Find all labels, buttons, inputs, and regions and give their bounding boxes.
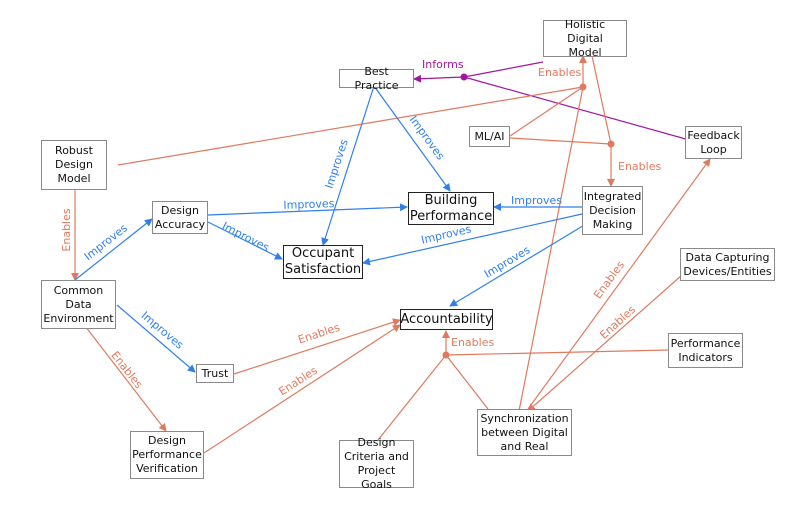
label-improves-bp-to-build: Improves bbox=[407, 114, 448, 163]
label-enables-robust-to-cde: Enables bbox=[60, 208, 73, 251]
edge-enables-cde-to-dpv bbox=[81, 321, 167, 432]
label-improves-idm-to-occ: Improves bbox=[420, 222, 473, 246]
edge-improves-da-to-build bbox=[207, 203, 408, 216]
edge-enables-sync-up bbox=[518, 86, 584, 412]
node-label: Synchronization between Digital and Real bbox=[480, 411, 569, 453]
label-informs: Informs bbox=[422, 58, 464, 71]
edge-informs-feedback bbox=[463, 76, 701, 144]
node-label: ML/AI bbox=[474, 129, 505, 143]
node-label: Design Accuracy bbox=[154, 203, 206, 231]
node-trust: Trust bbox=[196, 364, 234, 383]
label-improves-bp-to-occ: Improves bbox=[323, 137, 351, 190]
node-occupant-satisfaction: Occupant Satisfaction bbox=[283, 245, 363, 279]
edge-improves-bp-to-occ bbox=[321, 85, 375, 246]
node-best-practice: Best Practice bbox=[339, 65, 414, 92]
edge-enables-mlai-right bbox=[509, 137, 612, 145]
node-ml-ai: ML/AI bbox=[469, 126, 510, 147]
label-enables-cde-to-dpv: Enables bbox=[108, 349, 145, 391]
label-enables-acc: Enables bbox=[451, 336, 494, 349]
node-holistic-digital-model: Holistic Digital Model bbox=[543, 17, 627, 59]
node-design-accuracy: Design Accuracy bbox=[152, 201, 208, 234]
edge-enables-sync-to-feedback bbox=[527, 158, 711, 410]
node-data-capturing-devices: Data Capturing Devices/Entities bbox=[680, 248, 775, 281]
node-label: Design Performance Verification bbox=[132, 434, 202, 475]
edge-enables-pi bbox=[445, 349, 669, 356]
label-enables-idm: Enables bbox=[618, 160, 661, 173]
node-synchronization: Synchronization between Digital and Real bbox=[477, 409, 572, 456]
node-label: Performance Indicators bbox=[670, 336, 741, 364]
node-design-criteria: Design Criteria and Project Goals bbox=[339, 436, 414, 491]
node-label: Best Practice bbox=[354, 64, 399, 92]
junction-enables-idm bbox=[607, 140, 615, 148]
edge-enables-hdm-down bbox=[591, 55, 612, 145]
edge-improves-bp-to-build bbox=[373, 85, 451, 192]
node-label: Data Capturing Devices/Entities bbox=[683, 250, 772, 278]
node-integrated-decision-making: Integrated Decision Making bbox=[582, 186, 643, 235]
label-improves-da-to-build: Improves bbox=[283, 197, 335, 212]
edge-enables-criteria bbox=[377, 354, 447, 441]
label-enables-trust-to-acc: Enables bbox=[296, 321, 341, 347]
node-design-performance-verification: Design Performance Verification bbox=[130, 431, 204, 479]
label-enables-hdm: Enables bbox=[538, 66, 581, 79]
edge-improves-cde-to-da bbox=[74, 218, 153, 281]
edge-informs-best-practice bbox=[413, 74, 465, 83]
node-label: Holistic Digital Model bbox=[564, 17, 606, 59]
node-accountability: Accountability bbox=[400, 309, 493, 330]
junction-enables-hdm bbox=[579, 83, 587, 91]
node-robust-design-model: Robust Design Model bbox=[41, 140, 107, 190]
junction-informs bbox=[460, 73, 468, 81]
edge-improves-cde-to-trust bbox=[116, 304, 196, 373]
node-label: Building Performance bbox=[409, 192, 493, 224]
label-improves-idm-to-acc: Improves bbox=[482, 243, 533, 281]
label-improves-da-to-occ: Improves bbox=[220, 220, 272, 255]
node-label: Robust Design Model bbox=[55, 144, 93, 185]
junction-enables-acc bbox=[442, 351, 450, 359]
label-enables-dcd-to-sync: Enables bbox=[597, 303, 638, 342]
edge-enables-robust-design bbox=[117, 86, 584, 166]
node-label: Feedback Loop bbox=[687, 128, 740, 156]
node-performance-indicators: Performance Indicators bbox=[668, 333, 743, 368]
edge-improves-idm-to-acc bbox=[449, 223, 587, 307]
node-label: Occupant Satisfaction bbox=[284, 246, 362, 277]
edge-improves-da-to-occ bbox=[207, 221, 283, 260]
edge-enables-mlai-up bbox=[509, 86, 584, 137]
node-feedback-loop: Feedback Loop bbox=[685, 126, 742, 159]
edge-enables-dcd-to-sync bbox=[527, 267, 691, 412]
node-label: Trust bbox=[201, 366, 229, 380]
node-label: Accountability bbox=[400, 311, 493, 327]
edge-improves-idm-to-occ bbox=[362, 213, 583, 266]
label-improves-idm-to-build: Improves bbox=[511, 194, 562, 207]
node-label: Common Data Environment bbox=[43, 283, 114, 325]
edge-enables-trust-to-acc bbox=[233, 318, 401, 375]
node-building-performance: Building Performance bbox=[408, 192, 494, 225]
node-label: Integrated Decision Making bbox=[583, 189, 642, 231]
edge-enables-sync-to-junction bbox=[445, 354, 489, 410]
edge-enables-dpv-to-acc bbox=[203, 324, 401, 454]
node-label: Design Criteria and Project Goals bbox=[344, 436, 409, 491]
node-common-data-environment: Common Data Environment bbox=[41, 280, 116, 329]
edge-informs-hdm bbox=[463, 61, 544, 78]
